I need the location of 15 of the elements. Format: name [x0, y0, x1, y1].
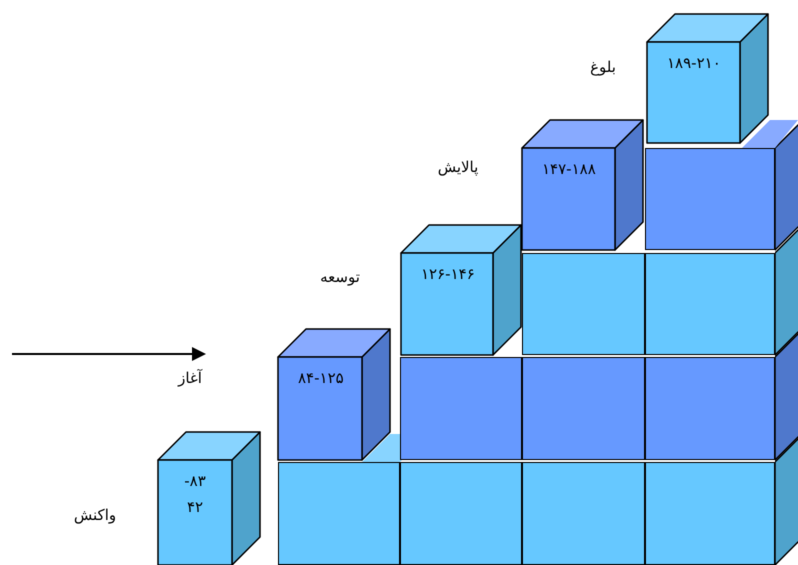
cube — [645, 357, 775, 460]
cube — [278, 462, 400, 565]
cube — [400, 462, 522, 565]
cube — [645, 462, 775, 565]
cube — [645, 253, 775, 355]
cube — [400, 357, 522, 460]
stage-label: آغاز — [178, 369, 202, 387]
cube — [645, 148, 775, 250]
cube — [522, 462, 645, 565]
stage-label: بلوغ — [590, 58, 616, 76]
stage-label: پالایش — [438, 158, 478, 176]
cube — [522, 357, 645, 460]
cube — [522, 253, 645, 355]
stage-label: واکنش — [74, 506, 116, 524]
stage-label: توسعه — [320, 268, 360, 286]
